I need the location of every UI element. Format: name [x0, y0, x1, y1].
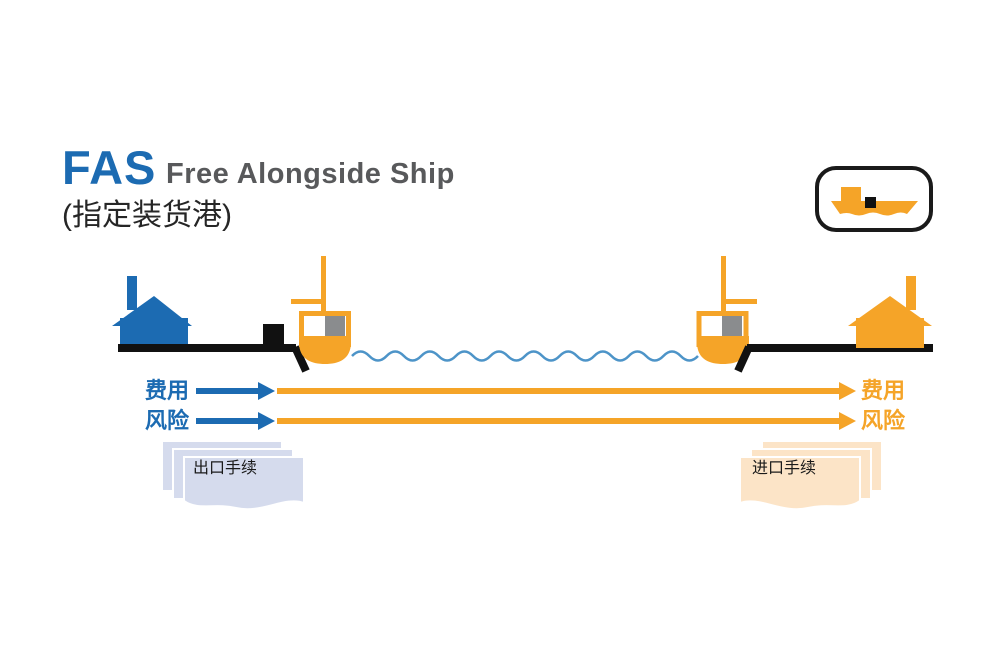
origin-quay: [118, 344, 310, 373]
water-wave-line: [351, 350, 699, 362]
cargo-ship-icon: [831, 187, 918, 216]
seller-factory-icon: [112, 276, 192, 348]
ship-at-loading-port-icon: [291, 256, 351, 364]
cost-flow-arrows: [196, 382, 856, 400]
ship-badge: [815, 166, 933, 232]
cost-label-left: 费用: [145, 378, 190, 403]
export-documents-icon: [161, 440, 305, 511]
import-documents-icon: [739, 440, 883, 511]
destination-quay: [734, 344, 933, 373]
cargo-box-icon: [263, 324, 284, 345]
incoterm-port-subtitle: (指定装货港): [62, 199, 232, 232]
incoterm-full-name: Free Alongside Ship: [166, 158, 455, 190]
risk-label-left: 风险: [145, 408, 190, 433]
import-procedures-label: 进口手续: [752, 460, 817, 477]
risk-flow-arrows: [196, 412, 856, 430]
ship-at-destination-port-icon: [696, 256, 757, 364]
incoterm-abbreviation: FAS: [62, 141, 157, 194]
cost-label-right: 费用: [861, 378, 906, 403]
risk-label-right: 风险: [861, 408, 906, 433]
buyer-factory-icon: [848, 276, 932, 348]
export-procedures-label: 出口手续: [193, 460, 258, 477]
